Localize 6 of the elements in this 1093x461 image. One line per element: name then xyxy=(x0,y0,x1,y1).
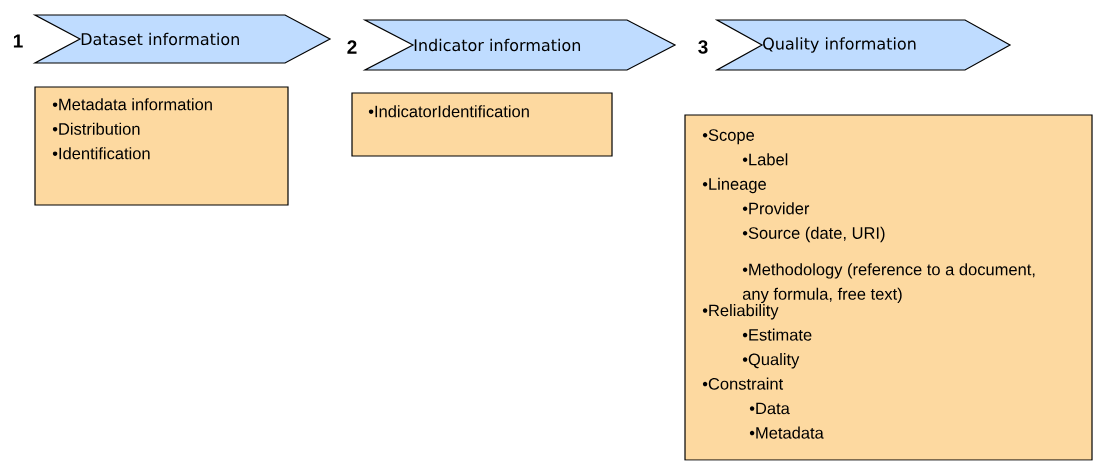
list-box: •Scope •Label •Lineage •Provider •Source (date, URI) •Methodology (reference to a document, any formula, free text) •Reliability •Estimate •Quality •Constraint •Data •Metadata xyxy=(684,114,1093,461)
list-box: •Metadata information •Distribution •Identification xyxy=(34,86,289,206)
step-number: 2 xyxy=(347,40,357,54)
step-number: 3 xyxy=(698,40,708,54)
list-box: •IndicatorIdentification xyxy=(351,92,613,157)
step-number: 1 xyxy=(13,34,23,48)
